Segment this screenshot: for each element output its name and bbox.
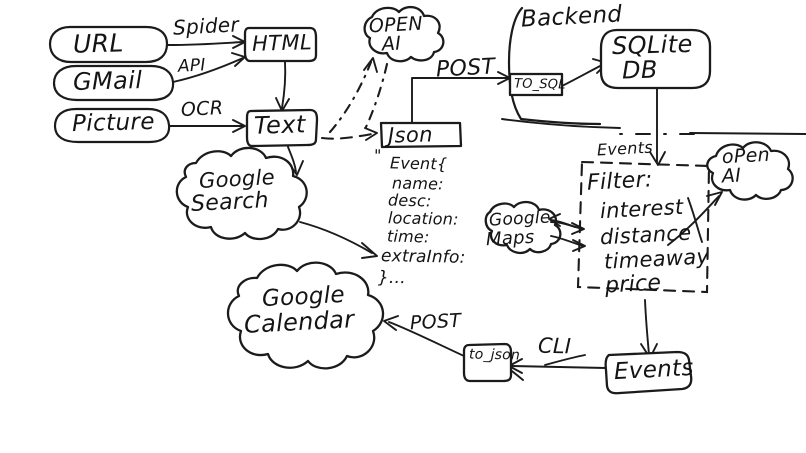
html-box[interactable]: [243, 26, 318, 63]
filter-criterion-3: price: [604, 270, 662, 299]
box-label-events: Events: [613, 354, 695, 386]
edge-text-to-google-search: [287, 146, 297, 173]
edge-label-api: API: [177, 55, 207, 77]
stroke-cli-tick-upper: [544, 354, 586, 366]
arrowhead-text-openai: [363, 57, 378, 73]
edge-text-to-json: [320, 132, 374, 140]
openai-right-label-line2: AI: [721, 164, 742, 188]
backend-label: Backend: [520, 1, 623, 33]
openai-top-label-line2: AI: [381, 32, 402, 56]
filter-criterion-2: timeaway: [603, 244, 710, 274]
url-ellipse[interactable]: [48, 25, 169, 64]
edge-label-post-bottom: POST: [409, 309, 462, 335]
edge-tojson-to-gcalendar: [388, 321, 465, 357]
edge-label-cli: CLI: [537, 333, 572, 359]
box-label-text: Text: [253, 110, 307, 140]
edge-html-to-text: [281, 61, 287, 109]
edge-events-to-tojson: [511, 365, 607, 369]
arrowhead-filter-maps: [548, 213, 561, 227]
source-label-picture: Picture: [71, 108, 156, 138]
json-schema-line-5: extraInfo:: [380, 246, 466, 268]
edge-label-ocr: OCR: [180, 96, 224, 122]
arrowhead-maps-filter-2: [572, 239, 586, 252]
text-box[interactable]: [245, 108, 319, 148]
openai-top-cloud[interactable]: [363, 5, 445, 63]
sqlite-db-label-line2: DB: [621, 55, 659, 85]
divider-right-segment: [689, 132, 806, 135]
to-json-box[interactable]: [462, 342, 513, 383]
to-sql-box[interactable]: [508, 72, 564, 97]
arrowhead-text-json: [364, 127, 378, 141]
edge-json-to-backend: [411, 77, 509, 123]
source-label-gmail: GMail: [72, 66, 143, 96]
arrowhead-filter-openai-right: [706, 191, 723, 206]
edge-filter-to-events: [644, 299, 650, 356]
json-box[interactable]: [379, 121, 463, 149]
sqlite-db-box[interactable]: [599, 28, 712, 90]
edge-label-post-top: POST: [435, 54, 496, 83]
edge-maps-to-filter-2: [550, 235, 584, 247]
edge-label-events-mid: Events: [596, 137, 654, 160]
filter-title: Filter:: [586, 167, 654, 196]
json-schema-line-0: Event{: [389, 153, 448, 174]
openai-right-cloud[interactable]: [706, 141, 794, 201]
divider-left-segment: [501, 118, 621, 129]
events-box[interactable]: [604, 350, 693, 395]
json-schema-line-4: time:: [386, 226, 430, 247]
filter-criterion-0: interest: [599, 194, 685, 224]
edge-label-spider: Spider: [172, 12, 240, 40]
box-label-to-sql: TO_SQL: [513, 76, 566, 93]
edge-url-to-html: [166, 41, 244, 46]
google-search-label-line2: Search: [190, 187, 270, 218]
box-label-json: Json: [387, 122, 434, 148]
backend-bracket: [507, 6, 602, 126]
edge-gmail-to-html: [172, 57, 244, 83]
edge-text-to-openai: [328, 60, 373, 134]
picture-ellipse[interactable]: [53, 107, 171, 144]
json-schema-quote: ": [373, 145, 382, 166]
arrowhead-picture-text: [232, 119, 246, 133]
stroke-filter-openai-cross: [687, 197, 703, 243]
edge-openai-to-json: [364, 62, 389, 129]
json-schema-line-3: location:: [387, 208, 459, 229]
json-schema-line-6: }...: [377, 267, 407, 289]
edge-gsearch-to-schema: [299, 221, 373, 254]
edge-filter-to-maps: [550, 219, 576, 228]
box-label-html: HTML: [251, 30, 313, 56]
google-calendar-cloud[interactable]: [226, 261, 385, 370]
gmail-ellipse[interactable]: [52, 64, 175, 102]
edge-filter-to-openai-right: [667, 195, 720, 246]
google-calendar-label-line2: Calendar: [243, 305, 355, 339]
arrowhead-maps-filter-1: [571, 222, 585, 235]
arrowhead-tojson-gcalendar: [383, 315, 399, 331]
google-maps-label-line2: Maps: [485, 226, 536, 251]
box-label-to-json: to_json: [468, 346, 521, 364]
google-search-cloud[interactable]: [175, 146, 308, 241]
google-maps-cloud[interactable]: [484, 200, 562, 255]
arrowhead-gsearch-schema: [361, 242, 378, 259]
filter-criterion-1: distance: [599, 220, 692, 250]
edge-tosql-to-sqlite: [561, 63, 605, 87]
source-label-url: URL: [72, 28, 125, 59]
